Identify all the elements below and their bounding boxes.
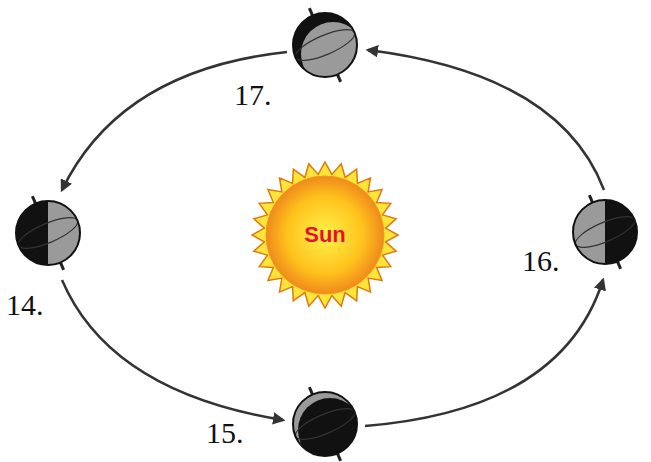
sun-label: Sun bbox=[250, 222, 400, 248]
callout-number: 16. bbox=[522, 246, 560, 276]
earth bbox=[292, 8, 365, 86]
callout-number: 17. bbox=[234, 80, 272, 110]
callout-number: 14. bbox=[6, 290, 44, 320]
earth bbox=[292, 387, 362, 462]
orbit-arrows bbox=[62, 50, 604, 426]
sun-node: Sun bbox=[250, 160, 400, 310]
earth-group bbox=[15, 8, 638, 462]
orbit-arrow bbox=[62, 280, 283, 420]
earth bbox=[572, 195, 638, 269]
orbit-arrow bbox=[365, 280, 603, 426]
orbit-arrow bbox=[368, 50, 604, 190]
orbit-arrow bbox=[62, 52, 287, 190]
earth bbox=[15, 196, 81, 270]
callout-number: 15. bbox=[206, 418, 244, 448]
